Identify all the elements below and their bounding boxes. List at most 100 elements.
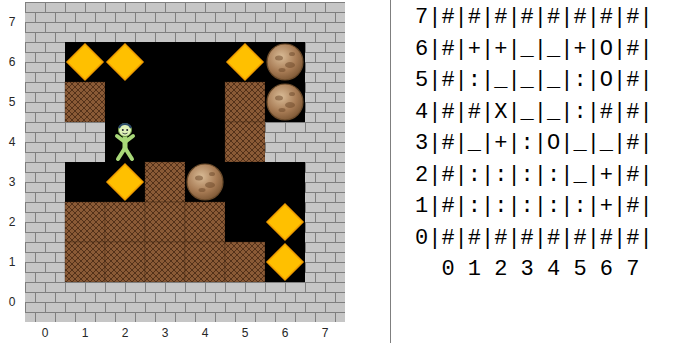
empty-cell <box>185 82 225 122</box>
column-axis-number: 5 <box>242 327 249 339</box>
empty-cell <box>65 42 105 82</box>
row-axis-number: 4 <box>9 136 16 148</box>
map-row-text: 0|#|#|#|#|#|#|#|#| <box>415 228 653 250</box>
wall-cell <box>305 242 345 282</box>
boulder-texture <box>209 172 215 176</box>
column-axis-number: 0 <box>42 327 49 339</box>
wall-cell <box>265 282 305 322</box>
empty-cell <box>265 242 305 282</box>
player-figure <box>117 124 133 160</box>
empty-cell <box>105 162 145 202</box>
wall-cell <box>25 2 65 42</box>
player-eye <box>126 129 128 131</box>
dirt-cell <box>65 82 105 122</box>
column-axis-number: 3 <box>162 327 169 339</box>
grid-items <box>67 44 303 280</box>
wall-cell <box>25 242 65 282</box>
empty-cell <box>105 42 145 82</box>
wall-cell <box>305 2 345 42</box>
dirt-cell <box>145 162 185 202</box>
wall-cell <box>65 282 105 322</box>
empty-cell <box>225 202 265 242</box>
map-row-text: 1|#|:|:|:|:|:|+|#| <box>415 196 653 218</box>
dirt-cell <box>65 202 105 242</box>
row-axis-number: 5 <box>9 96 16 108</box>
boulder-texture <box>275 96 283 101</box>
dirt-cell <box>225 242 265 282</box>
empty-cell <box>225 162 265 202</box>
empty-cell <box>225 42 265 82</box>
boulder-texture <box>289 92 295 96</box>
wall-cell <box>65 2 105 42</box>
dirt-cell <box>145 202 185 242</box>
wall-cell <box>305 162 345 202</box>
empty-cell <box>265 82 305 122</box>
boulder-rock <box>267 84 303 120</box>
column-axis-number: 7 <box>322 327 329 339</box>
wall-cell <box>25 202 65 242</box>
boulder-texture <box>195 176 203 181</box>
map-column-index-text: 0 1 2 3 4 5 6 7 <box>441 259 639 281</box>
divider-line <box>390 0 391 343</box>
wall-cell <box>265 122 305 162</box>
column-axis-number: 1 <box>82 327 89 339</box>
wall-cell <box>305 42 345 82</box>
dirt-cell <box>225 122 265 162</box>
empty-cell <box>185 122 225 162</box>
boulder-body <box>267 84 303 120</box>
wall-cell <box>265 2 305 42</box>
empty-cell <box>265 42 305 82</box>
row-axis-number: 0 <box>9 296 16 308</box>
map-row-text: 5|#|:|_|_|_|:|O|#| <box>415 70 653 92</box>
column-axis-number: 6 <box>282 327 289 339</box>
grid-cells <box>25 2 345 322</box>
empty-cell <box>185 42 225 82</box>
wall-cell <box>25 282 65 322</box>
boulder-texture <box>289 52 295 56</box>
boulder-texture <box>279 108 286 112</box>
map-row-text: 2|#|:|:|:|:|_|+|#| <box>415 165 653 187</box>
wall-cell <box>145 282 185 322</box>
empty-cell <box>105 82 145 122</box>
empty-cell <box>65 162 105 202</box>
boulder-texture <box>205 182 215 188</box>
boulder-texture <box>285 62 295 68</box>
row-axis-number: 6 <box>9 56 16 68</box>
dirt-cell <box>105 202 145 242</box>
diamond-gem <box>107 44 143 80</box>
wall-cell <box>145 2 185 42</box>
column-axis-number: 2 <box>122 327 129 339</box>
boulder-rock <box>187 164 223 200</box>
wall-cell <box>25 42 65 82</box>
boulder-body <box>187 164 223 200</box>
row-axis-number: 2 <box>9 216 16 228</box>
player-mouth <box>123 133 128 134</box>
map-row-text: 7|#|#|#|#|#|#|#|#| <box>415 7 653 29</box>
empty-cell <box>265 162 305 202</box>
diamond-gem <box>67 44 103 80</box>
row-axis-number: 7 <box>9 16 16 28</box>
boulder-texture <box>285 102 295 108</box>
empty-cell <box>265 202 305 242</box>
wall-cell <box>105 2 145 42</box>
wall-cell <box>65 122 105 162</box>
player-legs <box>118 148 132 159</box>
wall-cell <box>305 82 345 122</box>
wall-cell <box>25 122 65 162</box>
dirt-cell <box>185 242 225 282</box>
column-axis-number: 4 <box>202 327 209 339</box>
dirt-cell <box>105 242 145 282</box>
dirt-cell <box>185 202 225 242</box>
dirt-cell <box>65 242 105 282</box>
diamond-gem <box>227 44 263 80</box>
dirt-cell <box>225 82 265 122</box>
wall-cell <box>305 282 345 322</box>
diamond-gem <box>267 204 303 240</box>
wall-cell <box>185 282 225 322</box>
map-row-text: 3|#|_|+|:|O|_|_|#| <box>415 133 653 155</box>
row-axis-number: 3 <box>9 176 16 188</box>
boulder-texture <box>279 68 286 72</box>
boulder-texture <box>275 56 283 61</box>
wall-cell <box>305 122 345 162</box>
player-eye <box>122 129 124 131</box>
